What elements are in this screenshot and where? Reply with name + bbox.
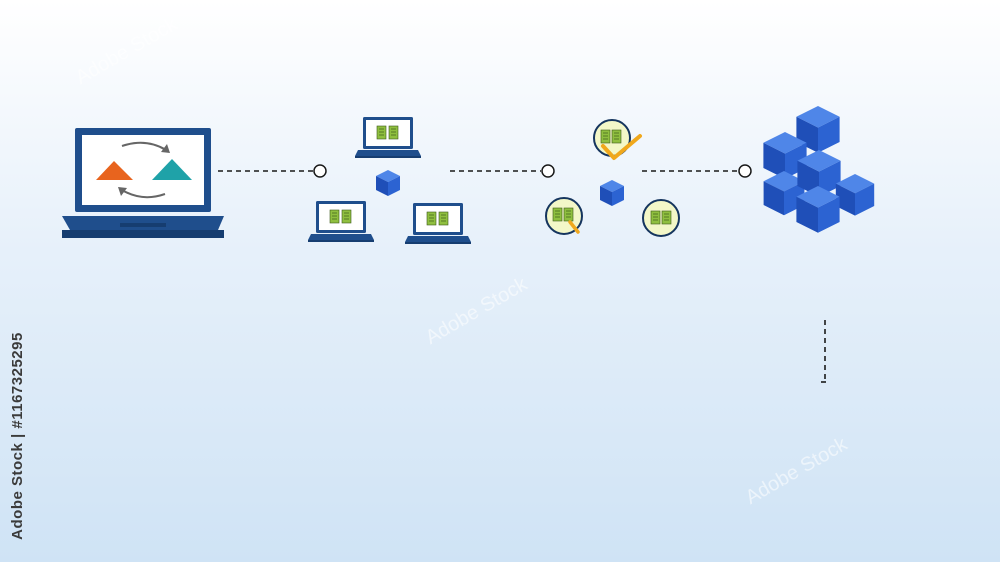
sync-laptop-icon (62, 128, 224, 238)
blockchain-cubes-icon (763, 106, 875, 233)
magnifier-icon (545, 197, 583, 235)
connector-3 (642, 164, 752, 178)
document-check-icon (642, 199, 680, 237)
block-cube-icon (376, 170, 400, 196)
verification-cluster (545, 119, 680, 237)
triangle-orange-icon (96, 161, 133, 180)
block-cube-icon (600, 180, 624, 206)
verify-check-icon (593, 119, 642, 160)
laptop-node-icon (308, 201, 374, 242)
connector-2 (450, 164, 555, 178)
laptop-node-icon (355, 117, 421, 158)
connector-vertical (821, 320, 826, 383)
node-network (308, 117, 471, 244)
sync-arrows-icon (118, 141, 170, 199)
laptop-node-icon (405, 203, 471, 244)
triangle-teal-icon (152, 159, 192, 180)
connector-1 (218, 164, 327, 178)
stock-id-label: Adobe Stock | #1167325295 (9, 332, 26, 540)
